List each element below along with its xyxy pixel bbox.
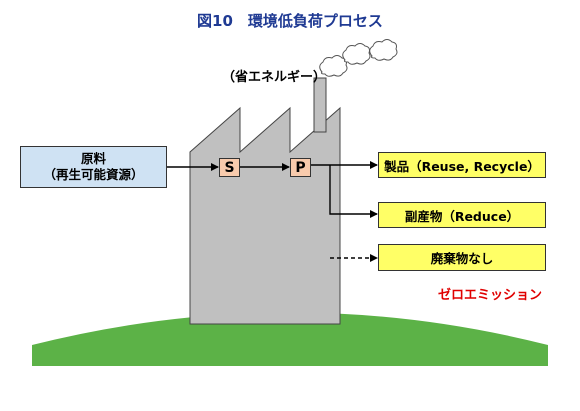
process-s-box: S [219, 158, 240, 177]
factory-building [189, 106, 341, 325]
ground-hill [32, 312, 548, 366]
process-p-box: P [290, 158, 311, 177]
smoke-icon [319, 39, 398, 77]
arrow-p-to-byproduct [329, 165, 378, 218]
no-waste-box: 廃棄物なし [378, 244, 546, 271]
diagram-title: 図10 環境低負荷プロセス [197, 12, 383, 30]
product-box: 製品（Reuse, Recycle） [378, 152, 546, 178]
zero-emission-label: ゼロエミッション [438, 288, 543, 303]
raw-material-label: 原料 [80, 151, 106, 166]
chimney [313, 77, 327, 133]
energy-saving-label: （省エネルギー） [222, 70, 327, 85]
raw-material-sublabel: （再生可能資源） [43, 167, 144, 182]
byproduct-box: 副産物（Reduce） [378, 202, 546, 228]
raw-material-box: 原料 （再生可能資源） [20, 146, 167, 188]
